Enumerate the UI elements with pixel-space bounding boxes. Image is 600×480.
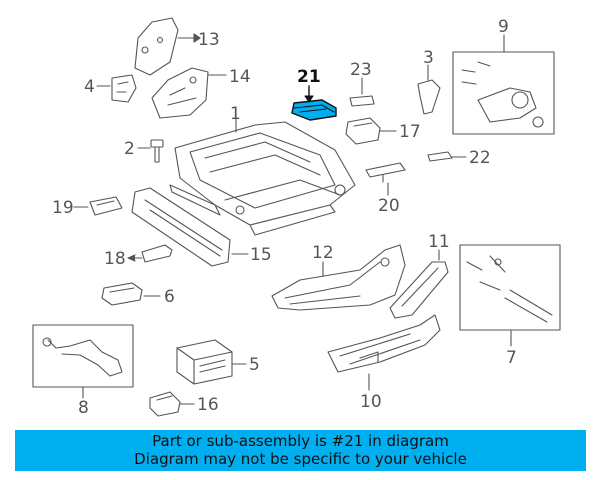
callout-7: 7 (506, 348, 517, 368)
callout-2: 2 (124, 139, 135, 159)
part-10[interactable] (327, 314, 441, 391)
callout-11: 11 (428, 232, 450, 252)
callout-17: 17 (399, 122, 421, 142)
part-4[interactable] (96, 74, 137, 103)
callout-23: 23 (350, 60, 372, 80)
callout-5: 5 (249, 355, 260, 375)
part-22[interactable] (427, 151, 467, 162)
callout-15: 15 (250, 245, 272, 265)
part-8[interactable] (32, 324, 134, 399)
part-14[interactable] (151, 67, 227, 119)
part-15[interactable] (131, 187, 249, 267)
callout-21-highlighted: 21 (297, 67, 321, 87)
part-12[interactable] (271, 244, 406, 311)
banner-line-2: Diagram may not be specific to your vehi… (134, 450, 467, 468)
callout-16: 16 (197, 395, 219, 415)
callout-8: 8 (78, 398, 89, 418)
callout-13: 13 (198, 30, 220, 50)
part-info-banner: Part or sub-assembly is #21 in diagram D… (15, 430, 586, 471)
banner-line-1: Part or sub-assembly is #21 in diagram (152, 432, 449, 450)
callout-12: 12 (312, 243, 334, 263)
part-18[interactable] (127, 244, 173, 263)
callout-3: 3 (423, 48, 434, 68)
part-1[interactable] (169, 107, 356, 236)
part-21-highlighted[interactable] (291, 85, 337, 121)
callout-6: 6 (164, 287, 175, 307)
part-17[interactable] (345, 117, 397, 145)
callout-20: 20 (378, 196, 400, 216)
part-19[interactable] (73, 196, 123, 216)
callout-labels: 13 4 14 1 2 19 15 18 6 8 5 16 21 23 17 3… (52, 17, 517, 418)
part-9[interactable] (452, 34, 555, 135)
part-2[interactable] (137, 139, 164, 163)
part-5[interactable] (176, 339, 247, 385)
part-16[interactable] (149, 391, 195, 417)
part-6[interactable] (101, 282, 161, 306)
parts-diagram: 13 4 14 1 2 19 15 18 6 8 5 16 21 23 17 3… (32, 17, 561, 418)
part-3[interactable] (417, 64, 441, 115)
callout-9: 9 (498, 17, 509, 37)
callout-22: 22 (469, 148, 491, 168)
callout-18: 18 (104, 249, 126, 269)
part-11[interactable] (389, 249, 449, 319)
part-20[interactable] (365, 162, 406, 196)
part-7[interactable] (459, 244, 561, 347)
callout-4: 4 (84, 77, 95, 97)
callout-1: 1 (230, 104, 241, 124)
part-23[interactable] (349, 77, 375, 107)
callout-19: 19 (52, 198, 74, 218)
part-13[interactable] (134, 17, 201, 76)
callout-14: 14 (229, 67, 251, 87)
callout-10: 10 (360, 392, 382, 412)
